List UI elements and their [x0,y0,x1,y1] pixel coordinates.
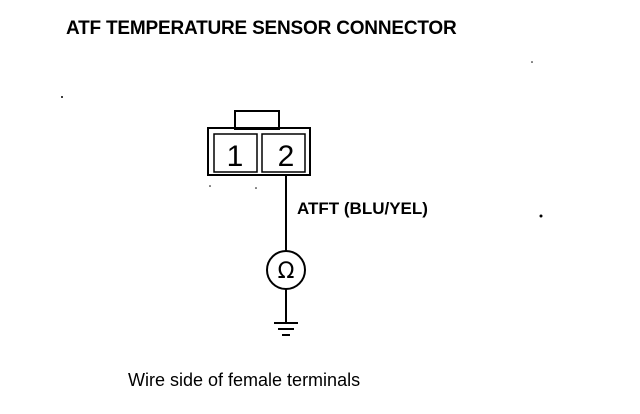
pin-2-cavity [261,133,306,173]
connector-latch [234,110,280,130]
pin-1-label: 1 [227,140,244,173]
scan-specks [61,61,543,218]
page-title: ATF TEMPERATURE SENSOR CONNECTOR [66,18,457,39]
ground-icon [274,322,298,336]
ohm-symbol: Ω [278,259,295,284]
caption: Wire side of female terminals [128,370,361,390]
connector-body [207,127,311,176]
pin-1-cavity [213,133,258,173]
wire-label-atft: ATFT (BLU/YEL) [297,199,428,218]
pin-2-label: 2 [278,140,295,173]
ohmmeter-icon: Ω [266,250,306,290]
